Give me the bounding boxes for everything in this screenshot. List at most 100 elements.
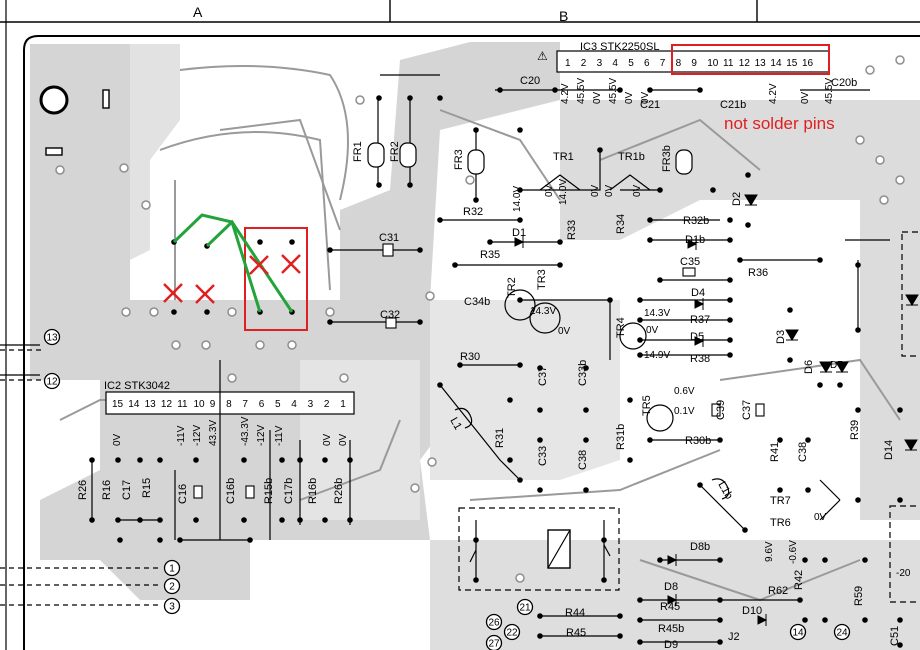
- via-hole: [427, 457, 437, 467]
- label-d1b: D1b: [685, 234, 705, 246]
- connector-label: 1: [169, 564, 175, 575]
- component-symbols: [193, 142, 919, 626]
- pad: [193, 457, 199, 463]
- connector-circle: [485, 634, 503, 650]
- label-r31: R31: [494, 428, 506, 448]
- ic3-pin-label: 1: [565, 58, 571, 69]
- volt-misc-10: 0V: [646, 325, 659, 336]
- pad: [117, 537, 123, 543]
- via-hole: [227, 373, 237, 383]
- via-hole: [325, 307, 335, 317]
- ic3-pin-label: 16: [802, 58, 814, 69]
- pad: [497, 87, 503, 93]
- via-hole: [201, 340, 211, 350]
- pad: [601, 577, 607, 583]
- pad: [279, 457, 285, 463]
- label-c33b: C33b: [577, 360, 589, 386]
- pad: [717, 557, 723, 563]
- via-hole: [255, 340, 265, 350]
- pad: [279, 517, 285, 523]
- pad: [855, 407, 861, 413]
- label-r42: R42: [793, 570, 805, 590]
- label-tr7: TR7: [770, 495, 791, 507]
- label-r32: R32: [463, 206, 483, 218]
- label-r59: R59: [853, 586, 865, 606]
- pad: [697, 482, 703, 488]
- ic2-pin-label: 12: [161, 399, 173, 410]
- via-hole: [865, 65, 875, 75]
- volt-misc-4: 0V: [604, 184, 615, 197]
- pad: [737, 257, 743, 263]
- volt-misc-8: 0V: [558, 326, 571, 337]
- label-r36: R36: [748, 267, 768, 279]
- pad: [417, 319, 423, 325]
- ic2-voltage: 43.3V: [208, 420, 219, 446]
- ic3-pin-label: 2: [581, 58, 587, 69]
- volt-misc-9: 14.3V: [644, 308, 670, 319]
- pad: [171, 309, 177, 315]
- pad: [617, 613, 623, 619]
- via-holes: [55, 55, 905, 583]
- pad: [717, 597, 723, 603]
- pad: [657, 557, 663, 563]
- ic3-voltage: 45.5V: [608, 78, 619, 104]
- label-d2: D2: [731, 192, 743, 206]
- pad: [327, 247, 333, 253]
- pad: [727, 217, 733, 223]
- ic2-voltage: -12V: [256, 425, 267, 446]
- annotations: [163, 44, 830, 331]
- pad: [637, 639, 643, 645]
- pad: [583, 365, 589, 371]
- ic3-pin-label: 3: [597, 58, 603, 69]
- pad: [557, 239, 563, 245]
- cross-mark-1: [163, 283, 183, 303]
- pad: [115, 517, 121, 523]
- connector-label: 27: [488, 639, 500, 650]
- via-hole: [171, 340, 181, 350]
- label-fr3b: FR3b: [661, 145, 673, 172]
- pad: [473, 577, 479, 583]
- pad: [437, 95, 443, 101]
- pad: [897, 617, 903, 623]
- label-c51: C51: [889, 626, 901, 646]
- ic3-voltage: 0V: [624, 91, 635, 104]
- label-d5: D5: [690, 331, 704, 343]
- pad: [627, 397, 633, 403]
- connector-label: 12: [46, 377, 58, 388]
- label-c17b: C17b: [283, 478, 295, 504]
- ic2-pin-label: 13: [145, 399, 157, 410]
- label-r37: R37: [690, 314, 710, 326]
- board-outline: [23, 35, 920, 650]
- ic3-pin-label: 10: [707, 58, 719, 69]
- ic2-voltage: -12V: [192, 425, 203, 446]
- pad: [457, 362, 463, 368]
- pad: [817, 257, 823, 263]
- connector-circle: [516, 598, 534, 616]
- volt-misc-5: 0V: [632, 184, 643, 197]
- pad: [437, 217, 443, 223]
- pad: [583, 407, 589, 413]
- label-c38: C38: [797, 442, 809, 462]
- connector-label: 22: [506, 628, 518, 639]
- label-tr4: TR4: [615, 317, 627, 338]
- label-d7: D7: [830, 360, 843, 371]
- label-r31b: R31b: [615, 424, 627, 450]
- connector-circle: [833, 623, 851, 641]
- pad: [517, 477, 523, 483]
- pad: [247, 537, 253, 543]
- pad: [802, 557, 808, 563]
- pad: [89, 517, 95, 523]
- highlight-box-ic3: [671, 44, 830, 75]
- pad: [617, 87, 623, 93]
- label-d6: D6: [803, 360, 815, 374]
- label-r33: R33: [566, 220, 578, 240]
- label-r34: R34: [615, 214, 627, 234]
- pad: [627, 457, 633, 463]
- pad: [241, 457, 247, 463]
- via-hole: [895, 175, 905, 185]
- label-tr3: TR3: [536, 269, 548, 290]
- label-c32: C32: [380, 309, 400, 321]
